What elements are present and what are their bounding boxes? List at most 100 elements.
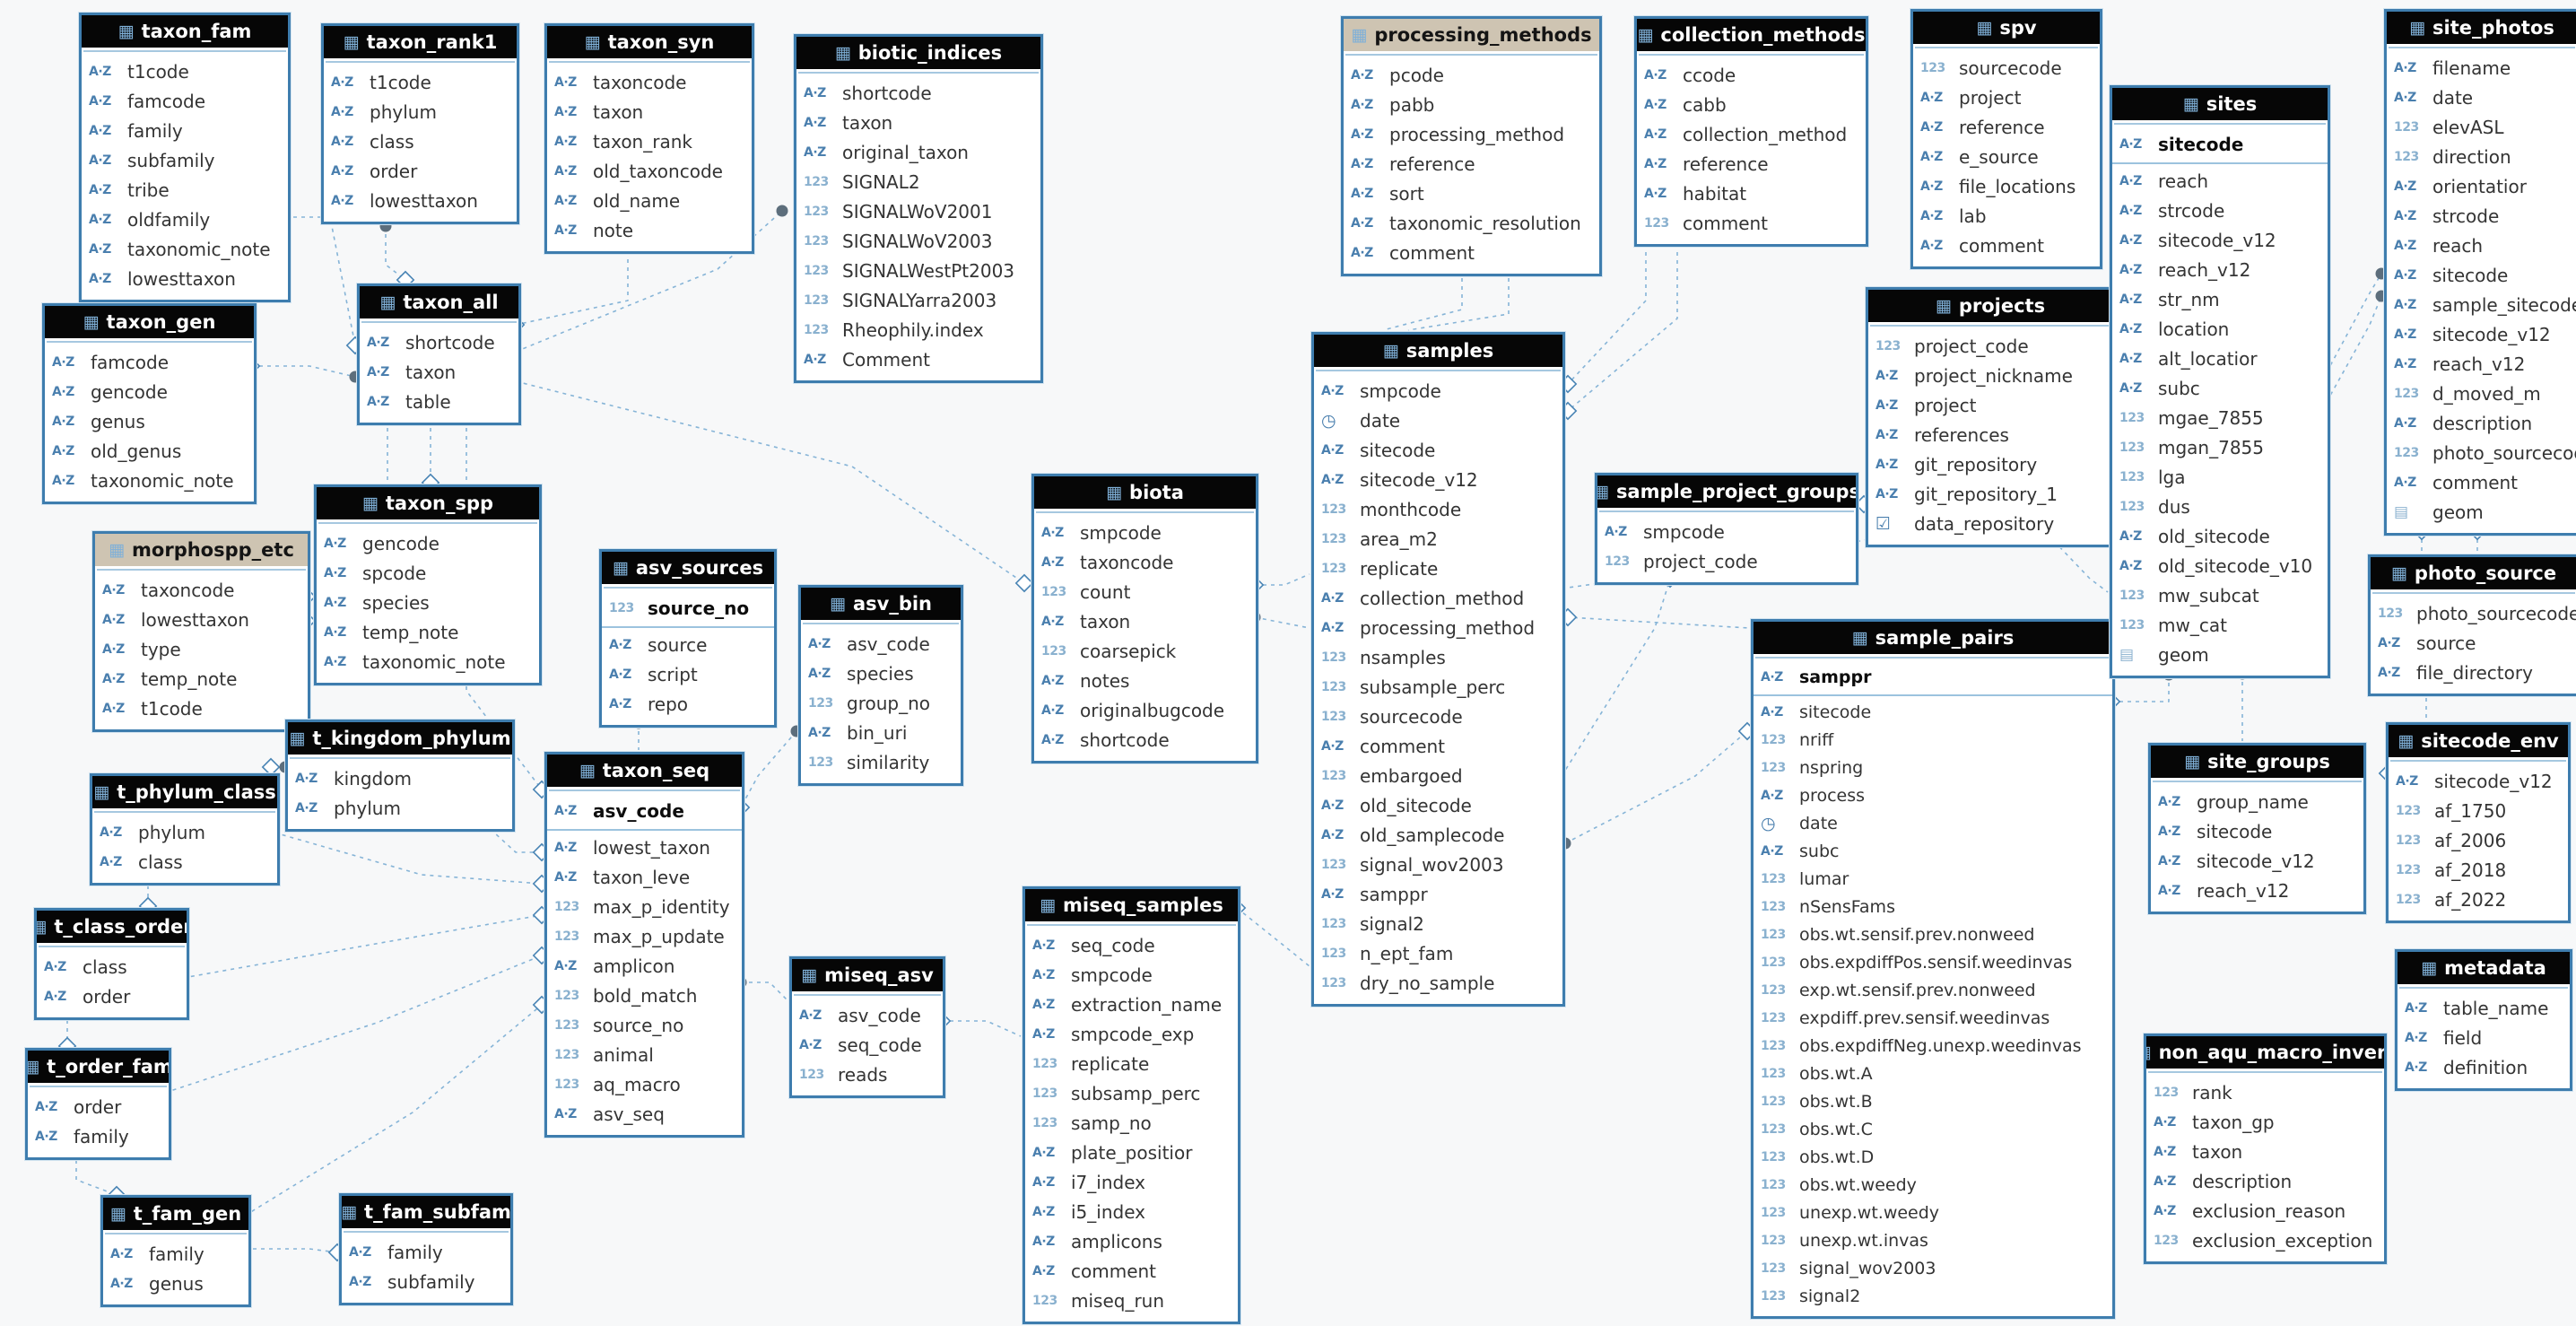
table-header[interactable]: ▦sample_pairs [1754,622,2112,654]
field-row[interactable]: ◷date [1314,406,1562,436]
table-header[interactable]: ▦t_fam_gen [103,1198,248,1230]
field-row[interactable]: ☑data_repository [1868,510,2112,539]
table-header[interactable]: ▦t_kingdom_phylum [288,722,512,755]
table-header[interactable]: ▦t_order_fam [28,1051,169,1083]
field-row[interactable]: ◷date [1754,810,2112,838]
table-header[interactable]: ▦samples [1314,335,1562,367]
table-header[interactable]: ▦spv [1913,12,2100,44]
table-header[interactable]: ▦miseq_asv [792,959,943,991]
table-header[interactable]: ▦photo_source [2371,557,2576,589]
table-header[interactable]: ▦sitecode_env [2389,725,2568,757]
table-header[interactable]: ▦asv_bin [801,588,961,620]
table-header[interactable]: ▦taxon_rank1 [324,26,517,58]
table-header[interactable]: ▦taxon_seq [547,755,742,787]
